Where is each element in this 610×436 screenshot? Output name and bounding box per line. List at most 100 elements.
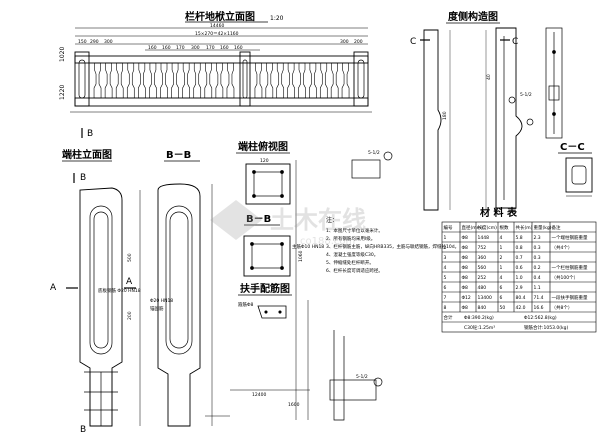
svg-text:1220: 1220 xyxy=(59,85,66,100)
table-cell: （共8个） xyxy=(552,304,573,311)
svg-text:B: B xyxy=(80,425,86,432)
baluster xyxy=(215,62,224,99)
table-cell: Φ8 xyxy=(462,235,469,241)
svg-text:1020: 1020 xyxy=(59,47,66,62)
baluster xyxy=(298,62,306,99)
table-cell: 480 xyxy=(478,285,487,291)
svg-text:5-1/2: 5-1/2 xyxy=(368,150,380,156)
table-cell: 3 xyxy=(444,255,447,261)
svg-text:B: B xyxy=(80,173,86,183)
section-b-b-left: B－B Φ20 HN18 锚固筋 xyxy=(150,150,230,427)
table-cell: 6 xyxy=(444,285,447,291)
svg-text:C: C xyxy=(512,37,518,47)
table-cell: 0.6 xyxy=(516,265,523,271)
baluster xyxy=(226,62,235,99)
baluster xyxy=(171,62,179,99)
table-cell: 0.4 xyxy=(534,275,541,281)
table-header-cell: 长度(cm) xyxy=(478,224,498,231)
svg-text:300: 300 xyxy=(191,45,200,51)
svg-text:主筋Φ10 HN18: 主筋Φ10 HN18 xyxy=(292,243,324,250)
table-cell: 840 xyxy=(478,305,487,311)
baluster xyxy=(115,62,124,99)
svg-text:5-1/2: 5-1/2 xyxy=(520,92,532,98)
svg-text:160: 160 xyxy=(162,45,171,51)
baluster xyxy=(204,62,213,99)
table-header-cell: 编号 xyxy=(444,224,453,231)
table-cell: 1.1 xyxy=(534,285,541,291)
svg-text:500: 500 xyxy=(127,253,133,262)
table-cell: Φ8 xyxy=(462,305,469,311)
table-cell: 7 xyxy=(444,295,447,301)
svg-text:300: 300 xyxy=(104,39,113,45)
table-header-cell: 根数 xyxy=(500,224,509,231)
svg-text:1、本图尺寸单位以毫米计。: 1、本图尺寸单位以毫米计。 xyxy=(326,227,383,234)
table-total-label: 合计 xyxy=(444,314,453,321)
table-cell: 6 xyxy=(500,285,503,291)
table-cell: Φ8 xyxy=(462,285,469,291)
table-cell: 560 xyxy=(478,265,487,271)
table-cell: 71.4 xyxy=(534,295,544,301)
section-mark-c-left: C xyxy=(410,37,416,47)
title-side-detail: 度侧构造图 xyxy=(448,10,498,23)
table-cell: 一个端柱钢筋重量 xyxy=(552,234,588,241)
table-cell: 252 xyxy=(478,275,487,281)
svg-text:120: 120 xyxy=(260,158,269,164)
svg-text:4、混凝土强度等级C30。: 4、混凝土强度等级C30。 xyxy=(326,251,378,258)
baluster xyxy=(276,62,285,99)
svg-text:3、栏杆钢筋主筋，纵向HRB335，主筋与联结钢筋，焊缝长1: 3、栏杆钢筋主筋，纵向HRB335，主筋与联结钢筋，焊缝长10d。 xyxy=(326,243,459,250)
table-cell: 80.4 xyxy=(516,295,526,301)
baluster xyxy=(182,62,190,99)
table-cell: 4 xyxy=(444,265,447,271)
svg-text:12400: 12400 xyxy=(252,392,266,398)
svg-text:Φ20 HN18: Φ20 HN18 xyxy=(150,298,173,304)
section-mark-a-left: A xyxy=(50,283,57,293)
svg-text:160: 160 xyxy=(148,45,157,51)
table-cell: 4 xyxy=(500,235,503,241)
table-header-cell: 直径(mm) xyxy=(462,224,484,231)
table-header-cell: 备注 xyxy=(552,224,561,231)
table-cell: 0.2 xyxy=(534,265,541,271)
railing-scale: 1:20 xyxy=(270,15,284,22)
title-end-post: 端柱立面图 xyxy=(62,148,112,161)
baluster xyxy=(319,62,328,99)
table-cell: 一段扶手钢筋重量 xyxy=(552,294,588,301)
table-cell: 一个栏柱钢筋重量 xyxy=(552,264,588,271)
baluster xyxy=(330,62,339,99)
table-steel: 钢筋合计:1053.0(kg) xyxy=(524,324,568,331)
svg-text:300: 300 xyxy=(340,39,349,45)
svg-text:170: 170 xyxy=(206,45,215,51)
table-cell: 2.3 xyxy=(534,235,541,241)
baluster-group xyxy=(93,62,350,99)
svg-text:6、栏杆长度可调适应跨径。: 6、栏杆长度可调适应跨径。 xyxy=(326,267,383,274)
table-cell: 5.8 xyxy=(516,235,523,241)
section-mark-b: B xyxy=(87,129,93,139)
svg-text:150: 150 xyxy=(78,39,87,45)
title-railing-elevation: 栏杆地栿立面图 xyxy=(185,10,255,23)
svg-text:160: 160 xyxy=(220,45,229,51)
baluster xyxy=(104,62,113,99)
table-cell: 0.7 xyxy=(516,255,523,261)
table-cell: 2 xyxy=(444,245,447,251)
table-header-cell: 重量(kg) xyxy=(534,224,552,231)
small-details: 5-1/2 5-1/2 xyxy=(329,150,393,421)
svg-text:160: 160 xyxy=(234,45,243,51)
rebar-note-1: 底板钢筋 Φ20 HN18 xyxy=(98,287,141,294)
table-cell: 1 xyxy=(444,235,447,241)
table-concrete: C30砼:1.25m³ xyxy=(464,324,495,331)
baluster xyxy=(126,62,135,99)
svg-text:170: 170 xyxy=(176,45,185,51)
table-cell: 4 xyxy=(500,275,503,281)
table-cell: 50 xyxy=(500,305,506,311)
svg-text:200: 200 xyxy=(127,311,133,320)
table-cell: 1448 xyxy=(478,235,490,241)
title-section-bb-mid: B－B xyxy=(246,214,271,225)
svg-text:40: 40 xyxy=(486,74,492,80)
section-c-c: C－C xyxy=(558,142,593,197)
baluster xyxy=(193,62,202,99)
title-section-bb: B－B xyxy=(166,150,191,161)
table-total-2: Φ12:562.8(kg) xyxy=(524,315,557,321)
svg-text:锚固筋: 锚固筋 xyxy=(150,305,164,312)
title-handrail-rebar: 扶手配筋图 xyxy=(240,282,290,295)
table-cell: 0.3 xyxy=(534,245,541,251)
